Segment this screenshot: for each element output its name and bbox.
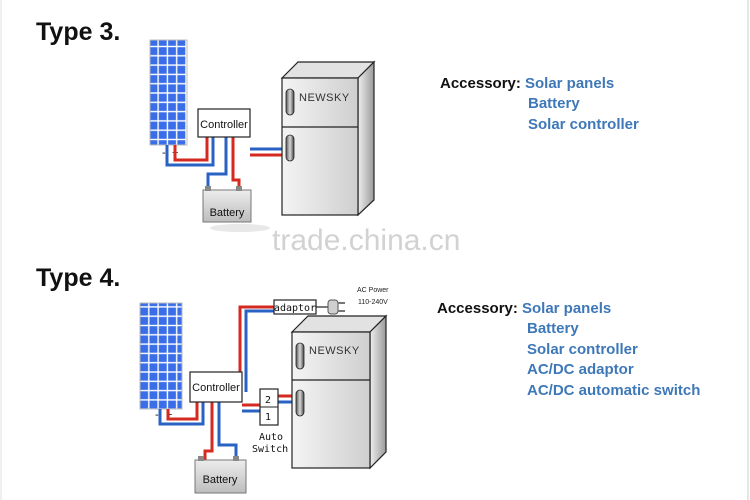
type3-battery (202, 186, 252, 223)
type4-ac-voltage-label: 110-240V (358, 299, 388, 306)
type4-fridge-brand: NEWSKY (309, 345, 360, 357)
type4-battery (194, 456, 247, 494)
type4-title: Type 4. (36, 264, 120, 292)
type4-wires (158, 305, 292, 460)
type3-panel-minus: - (162, 147, 166, 159)
type3-controller-box (197, 108, 251, 138)
type3-title: Type 3. (36, 18, 120, 46)
type3-fridge-brand: NEWSKY (299, 92, 350, 104)
type4-accessory-label: Accessory: (437, 300, 518, 317)
type4-auto-label: Auto (259, 432, 283, 443)
type4-accessory-item: Solar panels (522, 300, 611, 317)
type4-switch-label: Switch (252, 444, 288, 455)
type4-switch-pos-1: 1 (265, 412, 271, 423)
type4-panel-minus: - (155, 409, 159, 421)
type3-accessory-item: Battery (528, 95, 580, 112)
type4-adaptor-label: adaptor (274, 303, 316, 314)
type4-accessory-item: Battery (527, 320, 579, 337)
type3-fridge (280, 60, 376, 217)
type3-solar-panel (149, 39, 188, 146)
type4-accessory-item: AC/DC adaptor (527, 361, 634, 378)
type3-accessory-label: Accessory: (440, 75, 521, 92)
type4-solar-panel (139, 302, 183, 410)
watermark: trade.china.cn (272, 224, 460, 257)
plug-icon (327, 299, 345, 315)
type4-ac-power-label: AC Power (357, 287, 389, 294)
type3-accessory-item: Solar panels (525, 75, 614, 92)
type3-wires (165, 137, 282, 190)
type3-accessory-item: Solar controller (528, 116, 639, 133)
type4-accessory-item: AC/DC automatic switch (527, 382, 700, 399)
type3-battery-shadow (210, 224, 270, 232)
type3-controller-label: Controller (200, 119, 248, 131)
type4-fridge (290, 314, 388, 470)
type4-controller-label: Controller (192, 382, 240, 394)
type4-battery-label: Battery (203, 474, 238, 486)
type4-accessory-item: Solar controller (527, 341, 638, 358)
type4-switch-pos-2: 2 (265, 395, 271, 406)
type3-battery-label: Battery (210, 207, 245, 219)
type4-controller-box (189, 371, 243, 403)
